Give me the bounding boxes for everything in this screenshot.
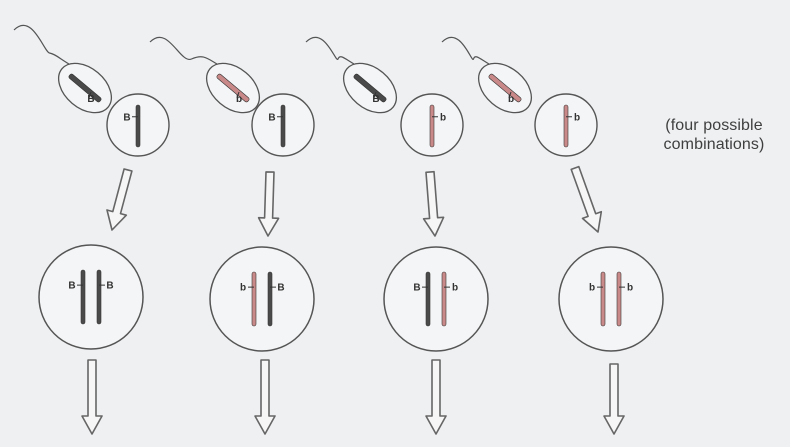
- chromosome-body: [441, 271, 447, 327]
- sperm-4: [478, 62, 532, 114]
- allele-label: B: [106, 281, 113, 292]
- chromosome-body: [80, 269, 86, 325]
- zygote-3-chromosome-left: B: [413, 271, 431, 327]
- allele-label: B: [268, 112, 275, 123]
- sperm-chromosome: [68, 73, 102, 103]
- sperm-chromosome: [488, 73, 522, 103]
- allele-label: b: [452, 283, 458, 294]
- sperm-3: [343, 62, 397, 114]
- arrow-to-zygote-1: [106, 168, 133, 231]
- zygote-4: [558, 246, 664, 352]
- sperm-chromosome: [353, 73, 387, 103]
- sperm-tail-2: [149, 36, 218, 65]
- sperm-allele-label-2: b: [236, 94, 242, 105]
- sperm-2: [206, 62, 260, 114]
- zygote-2-chromosome-left: b: [240, 271, 257, 327]
- zygote-1-chromosome-left: B: [68, 269, 86, 325]
- arrow-onward-3: [425, 359, 447, 435]
- zygote-2: [209, 246, 315, 352]
- sperm-allele-tick: [373, 91, 377, 99]
- chromosome-body: [267, 271, 273, 327]
- allele-label: B: [413, 283, 420, 294]
- allele-label: B: [277, 283, 284, 294]
- arrow-to-zygote-4: [570, 165, 603, 233]
- sperm-chromosome: [216, 73, 250, 103]
- sperm-allele-label-1: B: [87, 94, 94, 105]
- chromosome-body: [425, 271, 431, 327]
- sperm-tail-1: [13, 24, 70, 65]
- allele-label: B: [123, 112, 130, 123]
- arrow-onward-2: [254, 359, 276, 435]
- allele-label: b: [440, 112, 446, 123]
- sperm-tail-3: [305, 36, 355, 65]
- sperm-1: [58, 62, 112, 114]
- sperm-allele-tick: [88, 91, 92, 99]
- arrow-to-zygote-3: [422, 170, 445, 237]
- egg-chromosome-1: B: [123, 104, 141, 148]
- zygote-1: [38, 244, 144, 350]
- zygote-3: [383, 246, 489, 352]
- allele-label: b: [589, 283, 595, 294]
- chromosome-body: [135, 104, 141, 148]
- egg-chromosome-3: b: [429, 104, 446, 148]
- arrow-to-zygote-2: [257, 171, 280, 237]
- sperm-tail-4: [441, 36, 490, 65]
- zygote-1-chromosome-right: B: [96, 269, 114, 325]
- allele-label: b: [627, 283, 633, 294]
- chromosome-body: [251, 271, 257, 327]
- allele-label: b: [240, 283, 246, 294]
- sperm-allele-tick: [236, 91, 240, 99]
- egg-chromosome-2: B: [268, 104, 286, 148]
- zygote-2-chromosome-right: B: [267, 271, 285, 327]
- chromosome-body: [96, 269, 102, 325]
- sperm-allele-label-3: B: [372, 94, 379, 105]
- arrow-onward-1: [81, 359, 103, 435]
- combinations-note-line-2: combinations): [663, 136, 765, 153]
- chromosome-body: [600, 271, 606, 327]
- allele-label: B: [68, 281, 75, 292]
- combinations-note-line-1: (four possible: [665, 117, 763, 134]
- sperm-allele-tick: [508, 91, 512, 99]
- zygote-3-chromosome-right: b: [441, 271, 458, 327]
- chromosome-body: [563, 104, 569, 148]
- egg-chromosome-4: b: [563, 104, 580, 148]
- chromosome-body: [616, 271, 622, 327]
- chromosome-body: [280, 104, 286, 148]
- allele-label: b: [574, 112, 580, 123]
- arrow-onward-4: [603, 363, 625, 435]
- zygote-4-chromosome-right: b: [616, 271, 633, 327]
- sperm-allele-label-4: b: [508, 94, 514, 105]
- zygote-4-chromosome-left: b: [589, 271, 606, 327]
- chromosome-body: [429, 104, 435, 148]
- combinations-note: (four possible combinations): [644, 116, 784, 154]
